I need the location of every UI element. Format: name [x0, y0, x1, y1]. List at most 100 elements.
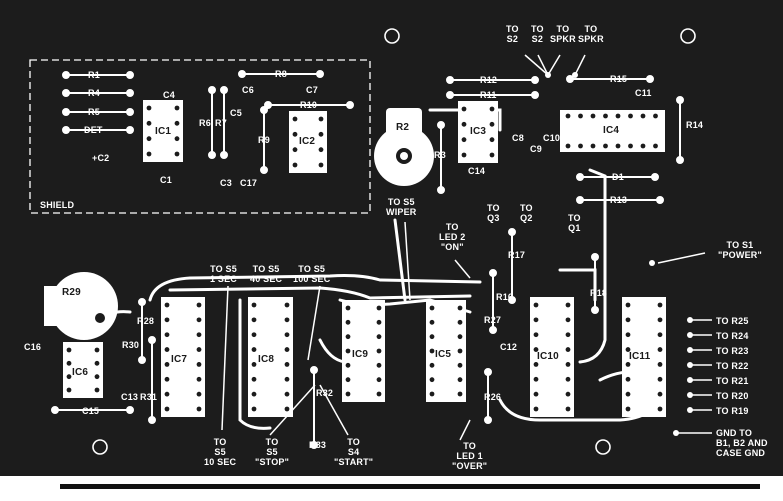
pin-pad: [284, 362, 290, 367]
pin-pad: [251, 362, 257, 367]
pin-pad: [196, 391, 202, 397]
pin-pad: [376, 319, 382, 325]
pin-pad: [251, 332, 257, 338]
pin-pad: [174, 151, 180, 157]
pin-pad: [146, 136, 152, 142]
pin-pad: [66, 347, 72, 353]
pin-pad: [284, 302, 290, 308]
pin-pad: [345, 319, 351, 325]
pin-pad: [164, 317, 170, 323]
pin-pad: [489, 137, 495, 143]
pin-pad: [625, 302, 631, 308]
pin-pad: [429, 305, 435, 311]
pin-pad: [292, 131, 298, 137]
pin-pad: [292, 116, 298, 122]
pin-pad: [196, 376, 202, 382]
pin-pad: [533, 406, 539, 412]
pin-pad: [565, 317, 571, 323]
pin-pad: [376, 377, 382, 383]
pin-pad: [146, 120, 152, 126]
pin-pad: [164, 347, 170, 352]
pin-pad: [461, 106, 467, 112]
pin-pad: [565, 302, 571, 308]
pin-pad: [457, 391, 463, 397]
pin-pad: [533, 347, 539, 352]
pin-pad: [489, 121, 495, 127]
pin-pad: [628, 113, 633, 119]
pin-pad: [345, 348, 351, 354]
mounting-hole: [595, 439, 611, 455]
pin-pad: [318, 162, 324, 168]
connection-arrows: [221, 54, 712, 441]
pin-pad: [164, 406, 170, 412]
pin-pad: [429, 362, 435, 368]
pin-pad: [628, 143, 633, 149]
pin-pad: [94, 374, 100, 380]
pin-pad: [657, 391, 663, 397]
pin-pad: [174, 105, 180, 111]
pin-pad: [461, 121, 467, 127]
pin-pad: [376, 362, 382, 368]
pin-pad: [251, 391, 257, 397]
connection-pads: [545, 72, 693, 436]
pin-pad: [603, 113, 608, 119]
pin-pad: [429, 334, 435, 340]
pin-pad: [533, 302, 539, 308]
pin-pad: [66, 360, 72, 366]
pin-pad: [565, 376, 571, 382]
pin-pad: [376, 334, 382, 340]
pin-pad: [457, 305, 463, 311]
pin-pad: [146, 151, 152, 157]
pin-pad: [590, 143, 596, 149]
pin-pad: [66, 387, 72, 393]
pin-pad: [457, 319, 463, 325]
pin-pad: [376, 305, 382, 311]
r29-potentiometer: [44, 272, 118, 340]
component-leads: [51, 70, 684, 449]
pin-pad: [625, 391, 631, 397]
pin-pad: [376, 348, 382, 354]
pin-pad: [603, 143, 608, 149]
pin-pad: [565, 362, 571, 367]
pin-pad: [429, 348, 435, 354]
r2-potentiometer: [374, 108, 434, 186]
pin-pad: [251, 406, 257, 412]
pin-pad: [284, 332, 290, 338]
pin-pad: [565, 143, 571, 149]
pin-pad: [94, 387, 100, 393]
pin-pad: [461, 152, 467, 158]
pin-pad: [653, 143, 658, 149]
pin-pad: [457, 334, 463, 340]
pin-pad: [345, 362, 351, 368]
pin-pad: [164, 332, 170, 338]
pin-pad: [94, 360, 100, 366]
pin-pad: [640, 113, 646, 119]
pin-pad: [565, 406, 571, 412]
pin-pad: [565, 347, 571, 352]
pin-pad: [345, 305, 351, 311]
pin-pad: [196, 317, 202, 323]
pin-pad: [429, 391, 435, 397]
pin-pad: [625, 376, 631, 382]
pin-pad: [284, 347, 290, 352]
pin-pad: [251, 347, 257, 352]
mounting-hole: [92, 439, 108, 455]
pin-pad: [578, 113, 583, 119]
pin-pad: [318, 131, 324, 137]
pin-pad: [489, 152, 495, 158]
pin-pad: [345, 334, 351, 340]
pin-pad: [146, 105, 152, 111]
pin-pad: [429, 377, 435, 383]
pin-pad: [164, 362, 170, 367]
ic3-package: [458, 101, 498, 163]
pin-pad: [284, 317, 290, 323]
pin-pad: [533, 376, 539, 382]
pin-pad: [284, 391, 290, 397]
ic11-package: [622, 297, 666, 417]
pin-pad: [615, 143, 621, 149]
pin-pad: [533, 362, 539, 367]
pin-pad: [457, 348, 463, 354]
pin-pad: [657, 347, 663, 352]
mounting-hole: [680, 28, 696, 44]
